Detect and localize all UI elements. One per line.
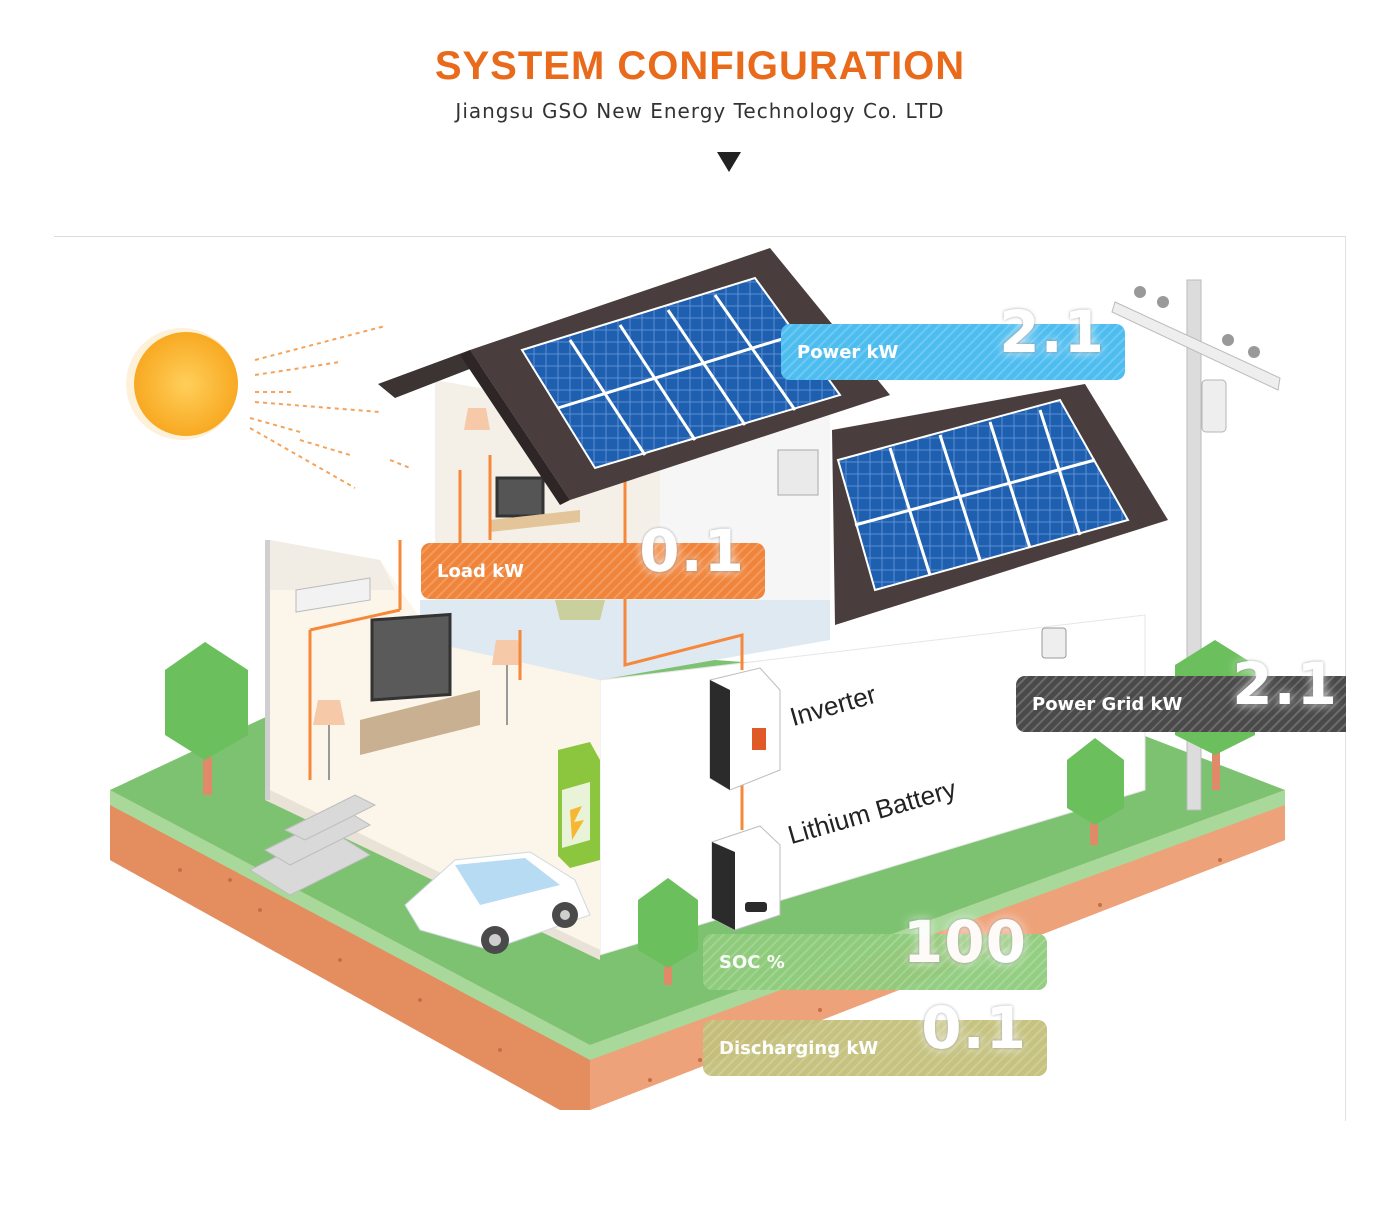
power-value: 2.1	[999, 298, 1105, 366]
discharging-readout: Discharging kW 0.1	[703, 994, 1047, 1076]
power-grid-readout: Power Grid kW 2.1	[1016, 650, 1346, 732]
frame-divider	[54, 236, 1345, 237]
sun-icon	[126, 325, 411, 489]
solar-panel-lower	[836, 398, 1130, 592]
lithium-battery-unit	[711, 825, 781, 931]
power-label: Power kW	[797, 342, 899, 363]
discharging-label: Discharging kW	[719, 1038, 879, 1059]
page-title: SYSTEM CONFIGURATION	[434, 44, 966, 88]
load-readout: Load kW 0.1	[421, 517, 765, 599]
electric-car	[404, 851, 591, 954]
solar-panel-upper	[520, 276, 842, 470]
inverter-unit	[709, 667, 781, 791]
power-readout: Power kW 2.1	[781, 298, 1125, 380]
load-value: 0.1	[639, 517, 745, 585]
down-arrow-icon	[717, 152, 741, 172]
soc-label: SOC %	[719, 952, 785, 973]
ev-charger	[558, 742, 600, 868]
power-grid-label: Power Grid kW	[1032, 694, 1183, 715]
load-label: Load kW	[437, 561, 524, 582]
soc-value: 100	[902, 908, 1027, 976]
company-subtitle: Jiangsu GSO New Energy Technology Co. LT…	[455, 99, 945, 123]
discharging-value: 0.1	[921, 994, 1027, 1062]
power-grid-value: 2.1	[1232, 650, 1338, 718]
soc-readout: SOC % 100	[703, 908, 1047, 990]
